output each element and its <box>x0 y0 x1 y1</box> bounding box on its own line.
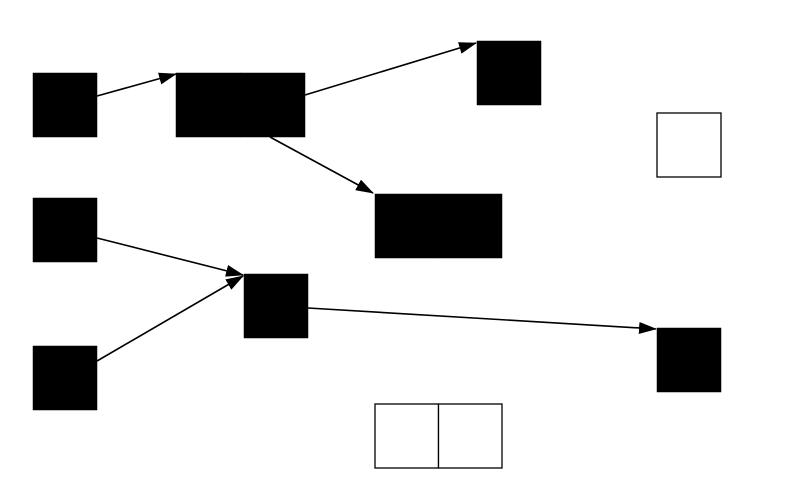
arrow-n5-to-n6 <box>96 237 244 277</box>
arrow-n6-to-n8 <box>307 307 657 334</box>
box-cell <box>656 112 722 178</box>
arrow-n7-to-n6 <box>96 275 244 362</box>
empty-box-n10 <box>374 403 503 469</box>
box-cell <box>243 273 309 339</box>
box-cell <box>438 193 503 259</box>
filled-box-n8 <box>656 327 722 393</box>
filled-box-n4 <box>374 193 503 259</box>
arrow-n1-to-n2 <box>96 72 177 97</box>
arrow-n2-to-n4 <box>269 136 374 194</box>
filled-box-n6 <box>243 273 309 339</box>
box-cell <box>476 40 542 106</box>
empty-box-n9 <box>656 112 722 178</box>
box-cell <box>374 193 439 259</box>
box-cell <box>175 72 241 138</box>
nodes-layer <box>32 40 722 469</box>
edges-layer <box>96 42 657 362</box>
filled-box-n1 <box>32 72 98 138</box>
box-cell <box>374 403 440 469</box>
filled-box-n2 <box>175 72 306 138</box>
box-cell <box>32 345 98 411</box>
arrow-n2-to-n3 <box>304 42 477 96</box>
box-cell <box>32 197 98 263</box>
filled-box-n5 <box>32 197 98 263</box>
box-cell <box>240 72 306 138</box>
filled-box-n7 <box>32 345 98 411</box>
filled-box-n3 <box>476 40 542 106</box>
box-cell <box>32 72 98 138</box>
box-cell <box>656 327 722 393</box>
box-cell <box>437 403 503 469</box>
